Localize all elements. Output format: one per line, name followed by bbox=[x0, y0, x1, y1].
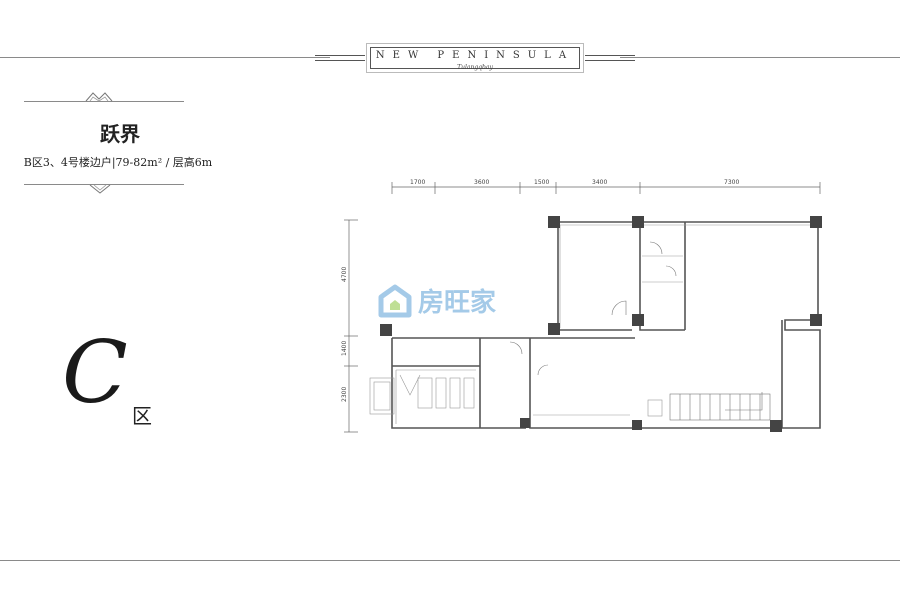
unit-spec: B区3、4号楼边户|79-82m² / 层高6m bbox=[23, 156, 213, 169]
zone-suffix: 区 bbox=[132, 404, 152, 428]
stairs bbox=[669, 392, 771, 421]
brand-frame bbox=[370, 47, 580, 69]
column bbox=[632, 216, 644, 228]
brand-subtitle: Tulangqbay bbox=[457, 64, 493, 71]
header-rule-left-accent-2 bbox=[315, 60, 365, 61]
inner-lines bbox=[369, 224, 816, 424]
dim-top-1: 1700 bbox=[410, 179, 425, 186]
watermark: 房旺家 bbox=[378, 282, 496, 319]
brand-title: NEW PENINSULA bbox=[375, 50, 575, 61]
watermark-text: 房旺家 bbox=[418, 288, 497, 318]
zone-letter: C bbox=[62, 323, 128, 423]
dim-side-2: 1400 bbox=[341, 341, 348, 356]
brand-frame-outer bbox=[366, 43, 584, 73]
header-rule-left-accent bbox=[315, 55, 365, 56]
dim-side-3: 2300 bbox=[341, 387, 348, 402]
dim-top-3: 1500 bbox=[534, 179, 549, 186]
column bbox=[380, 324, 392, 336]
columns bbox=[380, 216, 822, 432]
title-ornament-top-icon bbox=[85, 92, 113, 102]
dim-top-2: 3600 bbox=[474, 179, 489, 186]
column bbox=[810, 216, 822, 228]
top-dimension-line bbox=[391, 182, 821, 194]
unit-name: 跃界 bbox=[100, 122, 140, 146]
header-rule-right-accent bbox=[585, 55, 635, 56]
column bbox=[632, 314, 644, 326]
header-rule-right bbox=[620, 57, 900, 58]
header-rule-left bbox=[0, 57, 330, 58]
side-dimension-line bbox=[344, 219, 358, 433]
header-rule-right-accent-2 bbox=[585, 60, 635, 61]
column bbox=[520, 418, 530, 428]
door-swings bbox=[509, 241, 677, 376]
dim-top-4: 3400 bbox=[592, 179, 607, 186]
column bbox=[810, 314, 822, 326]
title-ornament-bottom-icon bbox=[89, 184, 111, 194]
column bbox=[548, 323, 560, 335]
title-rule-top bbox=[24, 101, 184, 102]
title-rule-bottom bbox=[24, 184, 184, 185]
house-logo-icon bbox=[378, 284, 412, 317]
column bbox=[548, 216, 560, 228]
walls bbox=[391, 221, 821, 429]
column bbox=[632, 420, 642, 430]
dim-side-1: 4700 bbox=[341, 267, 348, 282]
dim-top-5: 7300 bbox=[724, 179, 739, 186]
column bbox=[770, 420, 782, 432]
floor-plan: 1700 3600 1500 3400 7300 4700 1400 2300 bbox=[341, 179, 822, 433]
footer-rule bbox=[0, 560, 900, 561]
